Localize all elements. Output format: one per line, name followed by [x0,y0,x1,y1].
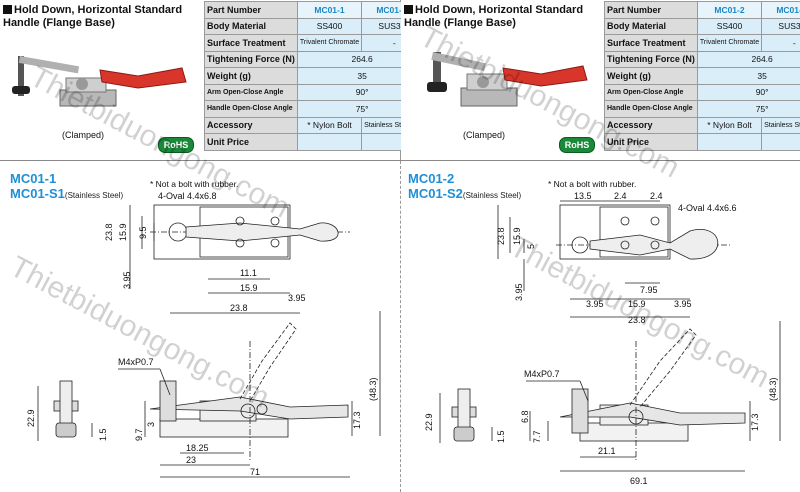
center-divider [400,161,401,492]
rohs-badge: RoHS [559,137,595,153]
dim-label: 9.7 [134,428,144,441]
dim-label: 2.4 [650,191,663,201]
model-label-left: MC01-1 MC01-S1(Stainless Steel) [10,171,124,201]
clamp-photo [427,52,588,107]
dim-label: 11.1 [240,268,257,278]
clamped-caption: (Clamped) [463,130,506,140]
dim-label: 5 [526,244,536,249]
dim-label: 18.25 [186,443,209,453]
clamp-photo [12,56,187,107]
dim-label: 22.9 [424,413,434,431]
model-label-right: MC01-2 MC01-S2(Stainless Steel) [408,171,522,201]
product-title: Hold Down, Horizontal Standard Handle (F… [404,4,584,29]
product-panel-right: Hold Down, Horizontal Standard Handle (F… [401,0,800,160]
dim-label: 3.95 [674,299,692,309]
dim-label: 6.8 [520,410,530,423]
dim-label: 71 [250,467,260,477]
rohs-badge: RoHS [158,137,194,153]
dim-label: (48.3) [368,377,378,401]
dim-label: 22.9 [26,409,36,427]
dim-label: 9.5 [138,226,148,239]
dim-label: 7.95 [640,285,658,295]
dim-label: 23.8 [230,303,248,313]
drawings-area: MC01-1 MC01-S1(Stainless Steel) * Not a … [0,160,800,492]
dim-label: 3.95 [514,283,524,301]
product-title: Hold Down, Horizontal Standard Handle (F… [3,4,183,29]
dim-label: 4-Oval 4.4x6.6 [678,203,737,213]
dim-label: 17.3 [352,411,362,429]
dim-label: 3.95 [122,271,132,289]
dim-label: 21.1 [598,446,616,456]
dim-label: 15.9 [628,299,646,309]
dim-label: M4xP0.7 [118,357,154,367]
clamped-caption: (Clamped) [62,130,105,140]
rubber-note: * Not a bolt with rubber. [548,179,637,189]
dim-label: 7.7 [532,430,542,443]
dim-label: M4xP0.7 [524,369,560,379]
dim-label: 15.9 [240,283,258,293]
dim-label: 15.9 [118,223,128,241]
dim-label: 3.95 [586,299,604,309]
bullet-square-icon [404,5,413,14]
dim-label: 4-Oval 4.4x6.8 [158,191,217,201]
dim-label: 23.8 [628,315,646,325]
dim-label: 23.8 [104,223,114,241]
bullet-square-icon [3,5,12,14]
dim-label: 3.95 [288,293,306,303]
dim-label: (48.3) [768,377,778,401]
dim-label: 1.5 [98,428,108,441]
dim-label: 69.1 [630,476,648,486]
technical-drawing: 4-Oval 4.4x6.8 23.8 15.9 9.5 3.95 11.1 1… [26,191,781,486]
dim-label: 1.5 [496,430,506,443]
dim-label: 23.8 [496,227,506,245]
rubber-note: * Not a bolt with rubber. [150,179,239,189]
dim-label: 13.5 [574,191,592,201]
dim-label: 23 [186,455,196,465]
dim-label: 17.3 [750,413,760,431]
dim-label: 3 [146,422,156,427]
dim-label: 2.4 [614,191,627,201]
dim-label: 15.9 [512,227,522,245]
side-base [159,418,289,438]
